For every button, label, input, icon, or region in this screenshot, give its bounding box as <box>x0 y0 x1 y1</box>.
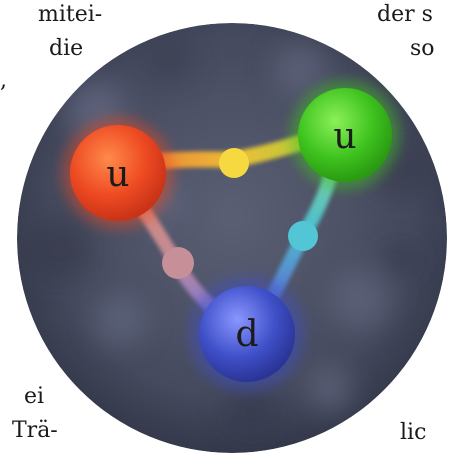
gluon-node-blue-red <box>162 247 194 279</box>
quark-up-green: u <box>298 88 392 182</box>
gluon-node-red-green <box>219 148 249 178</box>
quark-up-green-label: u <box>333 116 356 157</box>
quark-down-blue: d <box>199 286 295 382</box>
quark-up-red-label: u <box>106 154 129 195</box>
quark-up-red: u <box>70 125 166 221</box>
gluon-node-green-blue <box>288 221 318 251</box>
quark-down-blue-label: d <box>235 314 258 355</box>
